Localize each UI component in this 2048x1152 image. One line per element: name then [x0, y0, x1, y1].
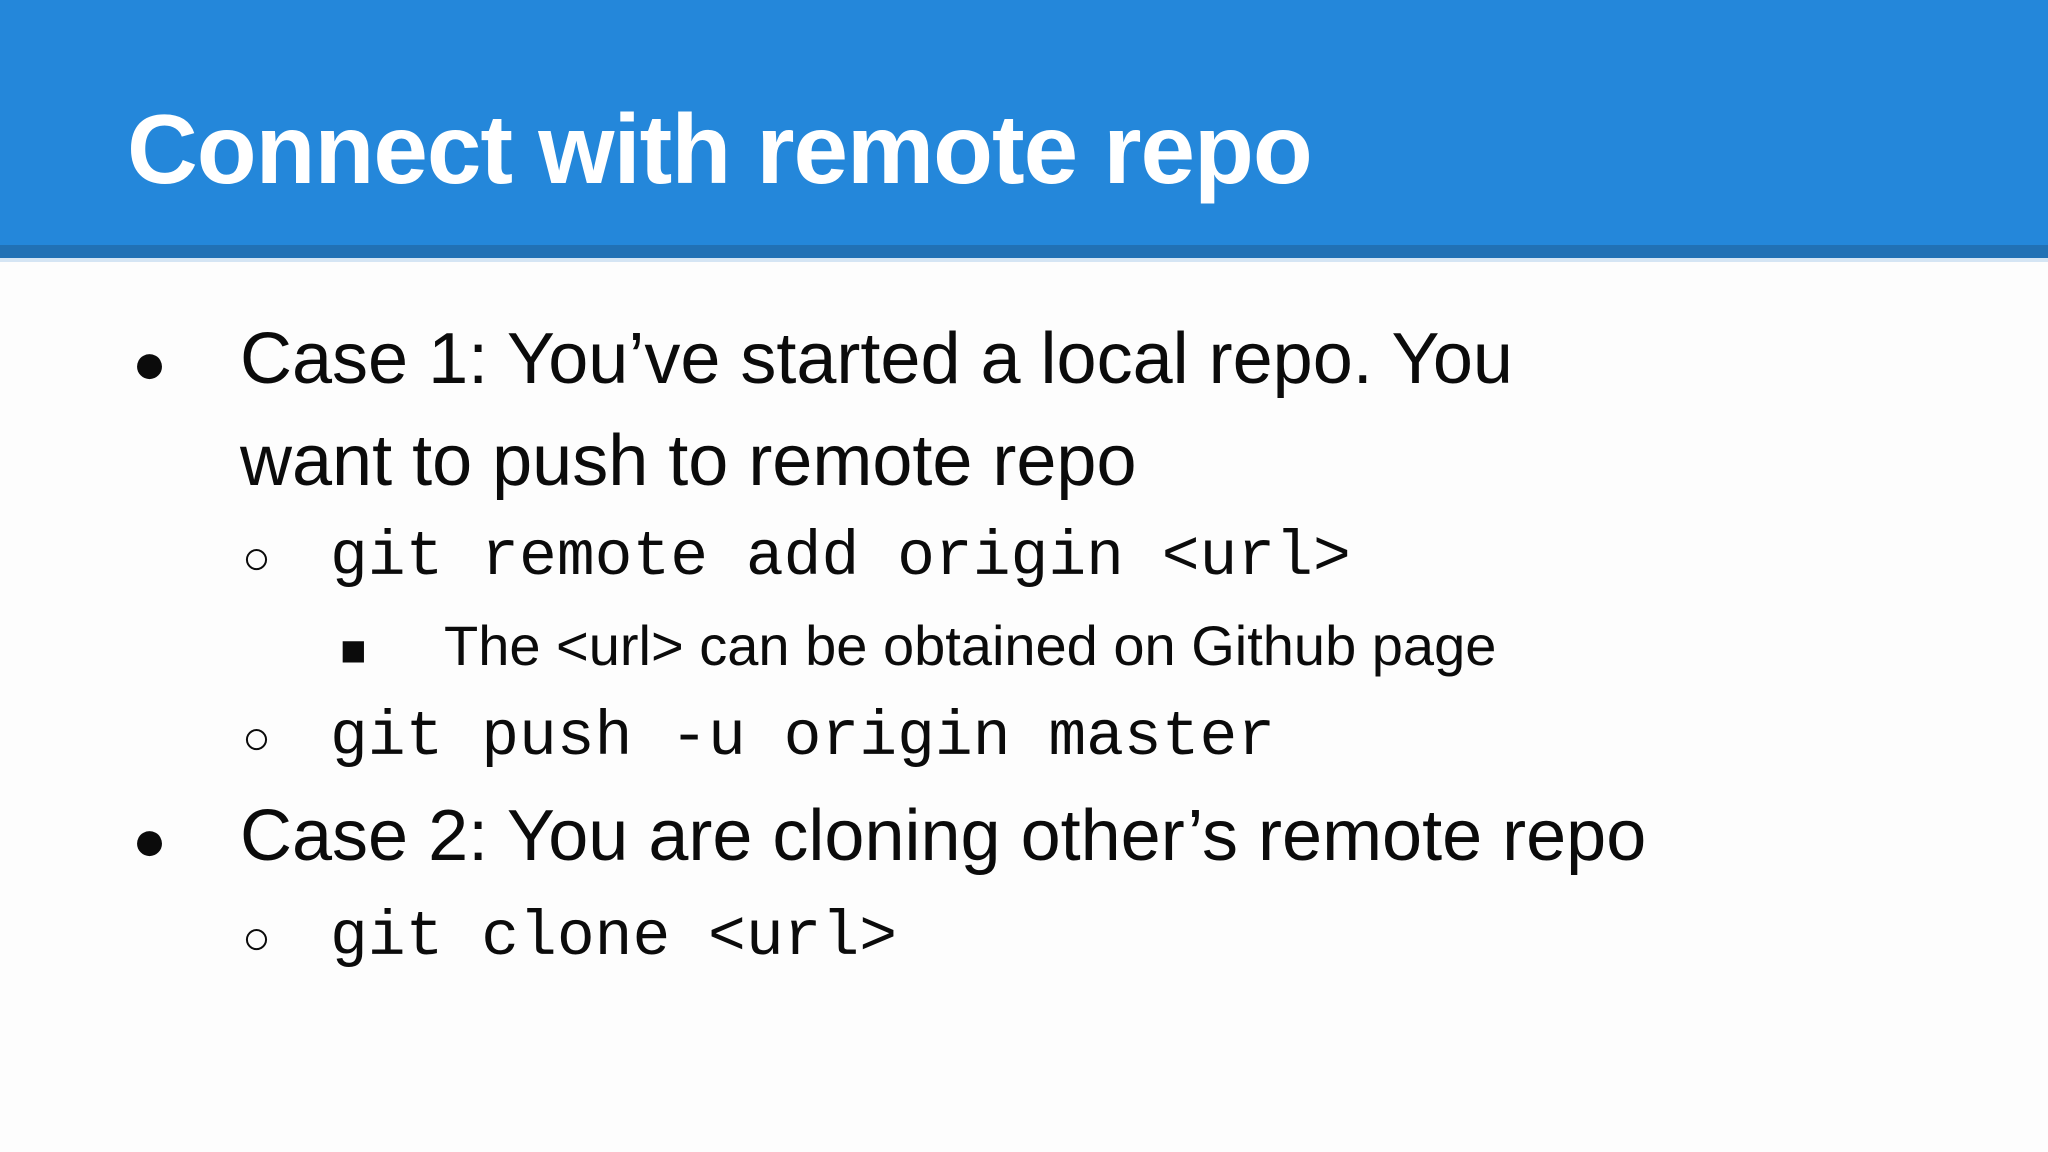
- bullet-text: git remote add origin <url>: [330, 512, 2048, 604]
- bullet-text: git clone <url>: [330, 892, 2048, 984]
- hollow-circle-bullet-icon: ○: [242, 912, 271, 965]
- bullet-line: The <url> can be obtained on Github page: [444, 614, 1497, 677]
- filled-circle-bullet-icon: ●: [132, 331, 168, 396]
- hollow-circle-bullet-icon: ○: [242, 712, 271, 765]
- bullet-item-git-clone: ○ git clone <url>: [0, 892, 2048, 985]
- title-bar-edge-strip: [0, 245, 2048, 258]
- bullet-text: Case 2: You are cloning other’s remote r…: [240, 785, 2048, 887]
- command-text: git push -u origin master: [330, 702, 1276, 773]
- bullet-line: Case 1: You’ve started a local repo. You: [240, 319, 1513, 399]
- bullet-text: The <url> can be obtained on Github page: [444, 605, 2048, 687]
- bullet-item-case1: ● Case 1: You’ve started a local repo. Y…: [0, 308, 2048, 512]
- hollow-circle-bullet-icon: ○: [242, 532, 271, 585]
- bullet-text: git push -u origin master: [330, 692, 2048, 784]
- title-bar-glow-strip: [0, 258, 2048, 262]
- filled-square-bullet-icon: ■: [340, 626, 367, 675]
- slide-title: Connect with remote repo: [127, 94, 1313, 204]
- bullet-item-git-remote-add: ○ git remote add origin <url>: [0, 512, 2048, 605]
- bullet-item-case2: ● Case 2: You are cloning other’s remote…: [0, 785, 2048, 892]
- bullet-item-git-push: ○ git push -u origin master: [0, 692, 2048, 785]
- command-text: git remote add origin <url>: [330, 522, 1351, 593]
- bullet-line: want to push to remote repo: [240, 421, 1137, 501]
- filled-circle-bullet-icon: ●: [132, 808, 168, 873]
- bullet-text: Case 1: You’ve started a local repo. You…: [240, 308, 2048, 512]
- bullet-line: Case 2: You are cloning other’s remote r…: [240, 796, 1647, 876]
- command-text: git clone <url>: [330, 902, 898, 973]
- slide-title-bar: Connect with remote repo: [0, 0, 2048, 245]
- slide-body: ● Case 1: You’ve started a local repo. Y…: [0, 262, 2048, 985]
- bullet-item-url-note: ■ The <url> can be obtained on Github pa…: [0, 605, 2048, 692]
